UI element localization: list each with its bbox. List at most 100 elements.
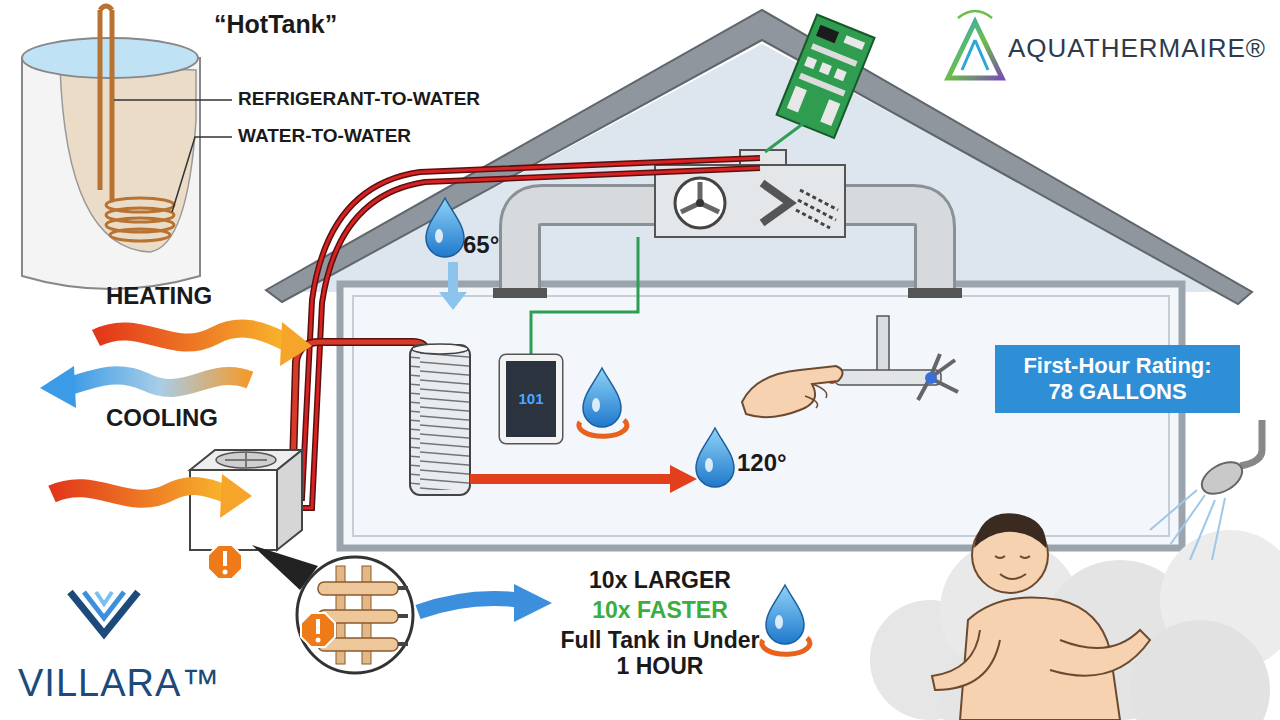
faucet xyxy=(918,354,958,400)
hand xyxy=(742,366,843,417)
air-duct xyxy=(908,288,962,298)
aquathermaire-logo xyxy=(948,11,1002,78)
water-drop xyxy=(696,428,734,487)
heat-flow-arrow xyxy=(40,366,76,408)
warning-icon xyxy=(316,619,320,634)
shower-scene xyxy=(995,556,1030,579)
air-duct xyxy=(520,205,662,290)
faucet xyxy=(826,316,958,400)
air-handler xyxy=(762,183,790,223)
villara-logo xyxy=(96,592,112,604)
warning-icon xyxy=(223,551,227,566)
house-walls xyxy=(340,284,1182,548)
aquathermaire-logo xyxy=(948,22,1002,78)
cold-water-inlet xyxy=(426,198,464,257)
control-board xyxy=(777,15,875,138)
aquathermaire-logo xyxy=(962,40,988,70)
coil-zoom xyxy=(318,582,398,595)
refrigerant-line xyxy=(278,168,760,508)
part-label: REFRIGERANT-TO-WATER xyxy=(238,88,538,109)
thermostat: 101 xyxy=(500,355,562,443)
result-arrow xyxy=(514,584,552,622)
refrigerant-line xyxy=(278,168,760,508)
warning-icon xyxy=(208,545,242,579)
air-duct xyxy=(838,205,935,290)
air-duct xyxy=(493,288,547,298)
part-label: WATER-TO-WATER xyxy=(238,125,498,146)
refrigerant-line xyxy=(278,158,760,498)
shower-scene xyxy=(1240,420,1262,466)
warning-icon xyxy=(301,613,335,647)
hot-water-tank xyxy=(410,344,470,495)
warning-icon xyxy=(316,638,321,643)
control-board xyxy=(787,86,807,113)
air-duct xyxy=(520,205,662,290)
rating-box: First-Hour Rating: 78 GALLONS xyxy=(995,345,1240,413)
house-walls xyxy=(353,296,1169,536)
water-drop xyxy=(775,615,783,629)
air-handler xyxy=(681,182,719,212)
claim-text: 10x LARGER xyxy=(550,568,770,594)
heat-flow-arrow xyxy=(40,322,312,518)
villara-logo xyxy=(84,592,124,618)
refrigerant-line xyxy=(278,158,760,498)
claim-text: Full Tank in Under 1 HOUR xyxy=(555,628,765,680)
result-arrow xyxy=(418,584,552,622)
hottank-inset xyxy=(172,137,232,212)
coil-zoom xyxy=(252,545,413,673)
shower-scene xyxy=(1196,456,1247,501)
control-wire xyxy=(765,120,808,152)
coil-zoom xyxy=(297,557,413,673)
control-wire xyxy=(531,237,638,356)
hottank-inset xyxy=(110,229,170,241)
warning-icon xyxy=(223,570,228,575)
node-text: First-Hour Rating: 78 GALLONS xyxy=(1009,353,1226,406)
water-drop xyxy=(592,398,600,412)
water-drop xyxy=(705,458,713,472)
node-text: 101 xyxy=(518,390,543,408)
water-drop xyxy=(766,585,804,644)
hot-water-tank xyxy=(411,352,469,490)
cold-water-inlet xyxy=(435,229,443,243)
house-walls xyxy=(340,284,1182,548)
brand-name: AQUATHERMAIRE® xyxy=(1008,34,1276,63)
faucet xyxy=(835,370,941,385)
control-board xyxy=(843,35,865,50)
villara-logo xyxy=(70,592,138,634)
heat-flow-arrow xyxy=(220,474,252,518)
hottank-inset xyxy=(114,99,232,101)
air-handler xyxy=(655,165,845,237)
house-roof xyxy=(300,44,1224,292)
shower-scene xyxy=(870,420,1280,720)
brand-name: VILLARA™ xyxy=(18,662,248,705)
hand xyxy=(742,366,843,417)
flow-label: COOLING xyxy=(106,405,266,432)
shower-scene xyxy=(974,513,1046,548)
outdoor-unit xyxy=(190,450,302,550)
outdoor-unit xyxy=(277,450,302,550)
hot-water-tank xyxy=(410,345,470,495)
faucet xyxy=(877,316,889,372)
refrigerant-line xyxy=(292,342,426,500)
cold-water-inlet xyxy=(448,262,458,292)
air-handler xyxy=(675,178,725,228)
faucet xyxy=(925,372,937,384)
temperature-label: 120° xyxy=(737,450,817,477)
result-arrow xyxy=(418,599,520,613)
inset-title: “HotTank” xyxy=(214,10,384,38)
air-handler xyxy=(696,199,704,207)
control-board xyxy=(820,99,840,126)
hottank-inset xyxy=(22,6,232,289)
cold-water-inlet xyxy=(426,198,467,310)
claim-text: 10x FASTER xyxy=(550,598,770,624)
hottank-inset xyxy=(60,66,196,252)
control-wire xyxy=(531,120,808,356)
flow-label: HEATING xyxy=(106,283,266,310)
water-drop xyxy=(583,368,621,427)
warning-icon xyxy=(208,545,335,647)
heat-flow-arrow xyxy=(70,375,250,388)
hot-water-arrow xyxy=(470,474,672,484)
cold-water-inlet xyxy=(439,292,467,310)
air-duct xyxy=(838,205,935,290)
